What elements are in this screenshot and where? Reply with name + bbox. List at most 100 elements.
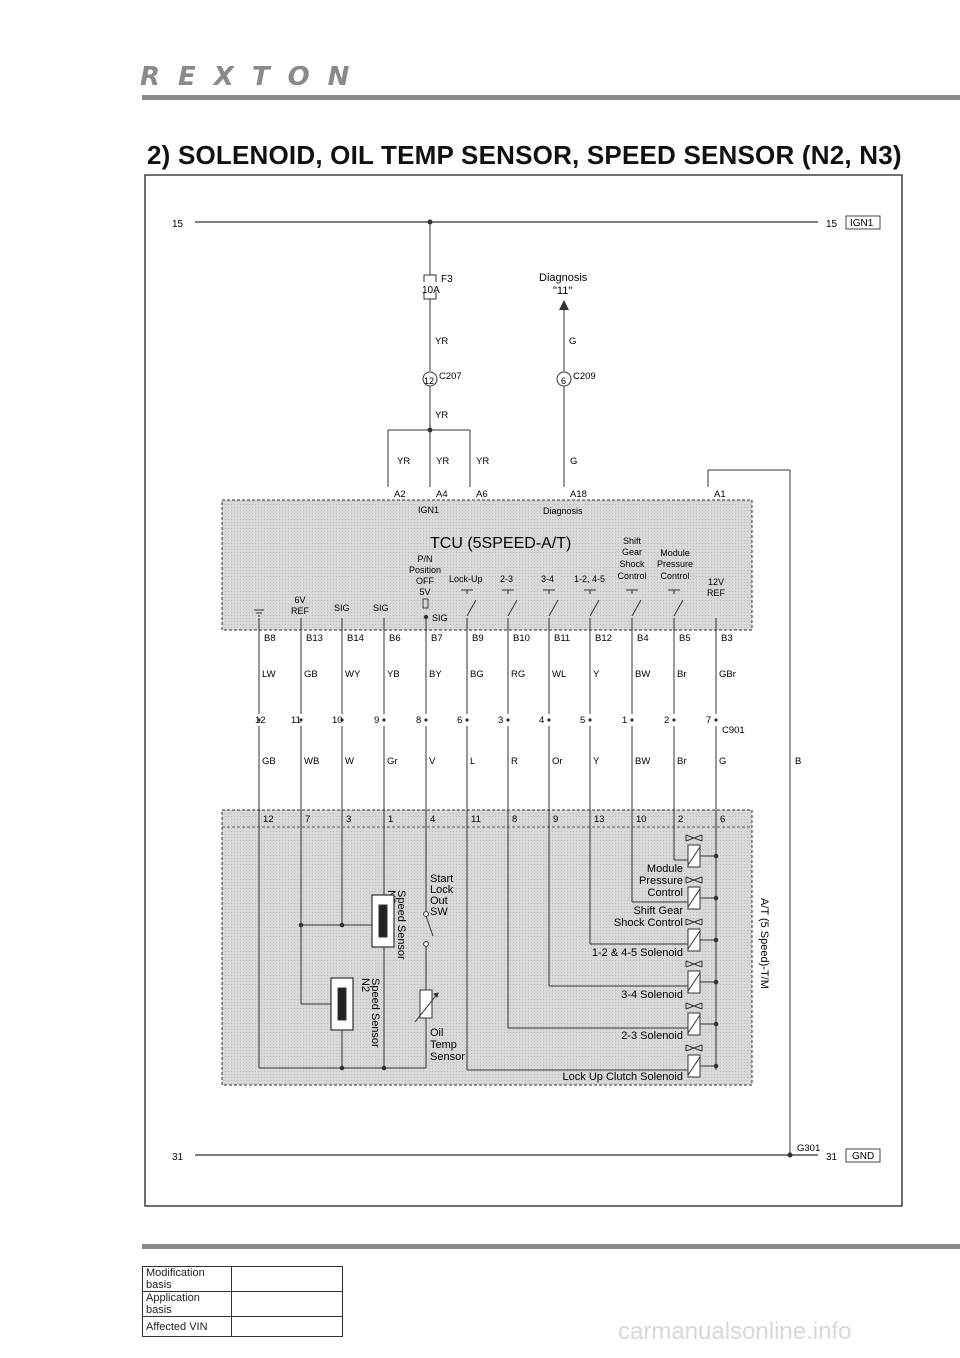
- tcu-pin-a18: A18: [570, 489, 587, 500]
- fuse-rating: 10A: [422, 285, 440, 296]
- tm-pin-label: 4: [430, 814, 435, 825]
- tcu-pin-label: B11: [554, 633, 570, 644]
- tm-pin-label: 10: [636, 814, 647, 825]
- tm-pin-label: 12: [263, 814, 274, 825]
- c901-pin-label: 9: [374, 715, 379, 726]
- affected-vin-label: Affected VIN: [142, 1316, 232, 1337]
- tcu-title: TCU (5SPEED-A/T): [430, 535, 571, 552]
- tcu-driver-switches: [461, 589, 684, 617]
- tm-label: A/T (5 Speed)-T/M: [758, 898, 770, 989]
- tm-pin-label: 3: [346, 814, 351, 825]
- c901-pin-dot: [547, 718, 551, 722]
- upper-wire-code: GB: [304, 669, 318, 680]
- lower-wire-code: Br: [677, 756, 687, 767]
- c207-pin: 12: [424, 376, 434, 386]
- c901-pin-dot: [299, 718, 303, 722]
- tcu-pin-label: B5: [679, 633, 691, 644]
- junction-dot: [713, 895, 719, 901]
- speed-sensor-n3: [371, 894, 395, 948]
- c901-pin-dot: [257, 718, 261, 722]
- mod-basis-label: Modification basis: [142, 1266, 232, 1292]
- tcu-pin-a4: A4: [436, 489, 448, 500]
- tcu-input-wire-a2: YR: [397, 456, 410, 467]
- tm-pin-label: 9: [553, 814, 558, 825]
- power-num-left: 15: [172, 219, 184, 230]
- power-num-right: 15: [826, 219, 838, 230]
- upper-wire-code: GBr: [719, 669, 736, 680]
- tcu-input-wire-a6: YR: [476, 456, 489, 467]
- tm-sol-lockup: Lock Up Clutch Solenoid: [563, 1071, 683, 1083]
- c901-name: C901: [722, 725, 745, 736]
- tcu-pin-label: B7: [431, 633, 443, 644]
- solenoid-coil: [685, 1002, 703, 1036]
- tcu-sig-b7: SIG: [432, 613, 448, 623]
- solenoid-coil: [685, 1044, 703, 1078]
- tcu-pin-label: B13: [306, 633, 323, 644]
- harness-wires: [257, 618, 719, 1078]
- ground-point: G301: [797, 1143, 820, 1154]
- tm-pin-label: 8: [512, 814, 517, 825]
- lower-wire-code: WB: [304, 756, 319, 767]
- tm-pin-label: 6: [720, 814, 725, 825]
- c901-pin-dot: [506, 718, 510, 722]
- junction-dot: [298, 922, 304, 928]
- tcu-pin-label: B14: [347, 633, 364, 644]
- solenoid-coil: [685, 876, 703, 910]
- app-basis-label: Application basis: [142, 1291, 232, 1317]
- watermark: carmanualsonline.info: [618, 1318, 852, 1345]
- harness-labels: B8LW12GB12B13GB11WB7B14WY10W3B6YB9Gr1B7B…: [255, 633, 736, 825]
- header-divider: [142, 95, 960, 100]
- c901-pin-label: 6: [457, 715, 462, 726]
- page-title: 2) SOLENOID, OIL TEMP SENSOR, SPEED SENS…: [147, 140, 902, 170]
- junction-dot: [713, 853, 719, 859]
- c207-name: C207: [439, 371, 462, 382]
- start-lockout-switch: [423, 911, 434, 947]
- table-row: Modification basis: [142, 1266, 343, 1292]
- c901-pin-label: 3: [498, 715, 503, 726]
- c901-pin-label: 4: [539, 715, 544, 726]
- lower-wire-code: L: [470, 756, 475, 767]
- lower-wire-code: V: [429, 756, 436, 767]
- c209-pin: 6: [561, 376, 566, 386]
- c901-pin-dot: [672, 718, 676, 722]
- footer-divider: [142, 1244, 960, 1249]
- c901-pin-dot: [465, 718, 469, 722]
- app-basis-value: [231, 1291, 343, 1317]
- gnd-tag-label: GND: [852, 1151, 874, 1162]
- tcu-pin-label: B8: [264, 633, 276, 644]
- junction-dot: [713, 1063, 719, 1069]
- upper-wire-code: WL: [552, 669, 566, 680]
- ground-wire-code: B: [795, 756, 801, 767]
- diagram-frame: [144, 174, 903, 1207]
- table-row: Application basis: [142, 1291, 343, 1317]
- ground-num-left: 31: [172, 1152, 184, 1163]
- lower-wire-code: R: [511, 756, 518, 767]
- tcu-lockup: Lock-Up: [449, 574, 483, 584]
- tcu-pin-label: B6: [389, 633, 401, 644]
- lower-wire-code: G: [719, 756, 726, 767]
- oil-temp-sensor: [414, 989, 439, 1023]
- ign1-tag: [845, 215, 881, 230]
- brand-logo: REXTON: [140, 62, 368, 92]
- c209-name: C209: [573, 371, 596, 382]
- c901-pin-dot: [588, 718, 592, 722]
- tcu-pin-label: B9: [472, 633, 484, 644]
- c901-pin-dot: [714, 718, 718, 722]
- c901-pin-label: 8: [416, 715, 421, 726]
- speed-sensor-n2: [330, 977, 354, 1031]
- c901-pin-dot: [340, 718, 344, 722]
- upper-wire-code: YB: [387, 669, 400, 680]
- tcu-input-wire-a4: YR: [436, 456, 449, 467]
- lower-wire-code: Gr: [387, 756, 398, 767]
- tcu-pin-a2: A2: [394, 489, 406, 500]
- c901-pin-dot: [424, 718, 428, 722]
- junction-dot: [713, 937, 719, 943]
- tcu-ign1: IGN1: [418, 505, 439, 515]
- upper-wire-code: BY: [429, 669, 442, 680]
